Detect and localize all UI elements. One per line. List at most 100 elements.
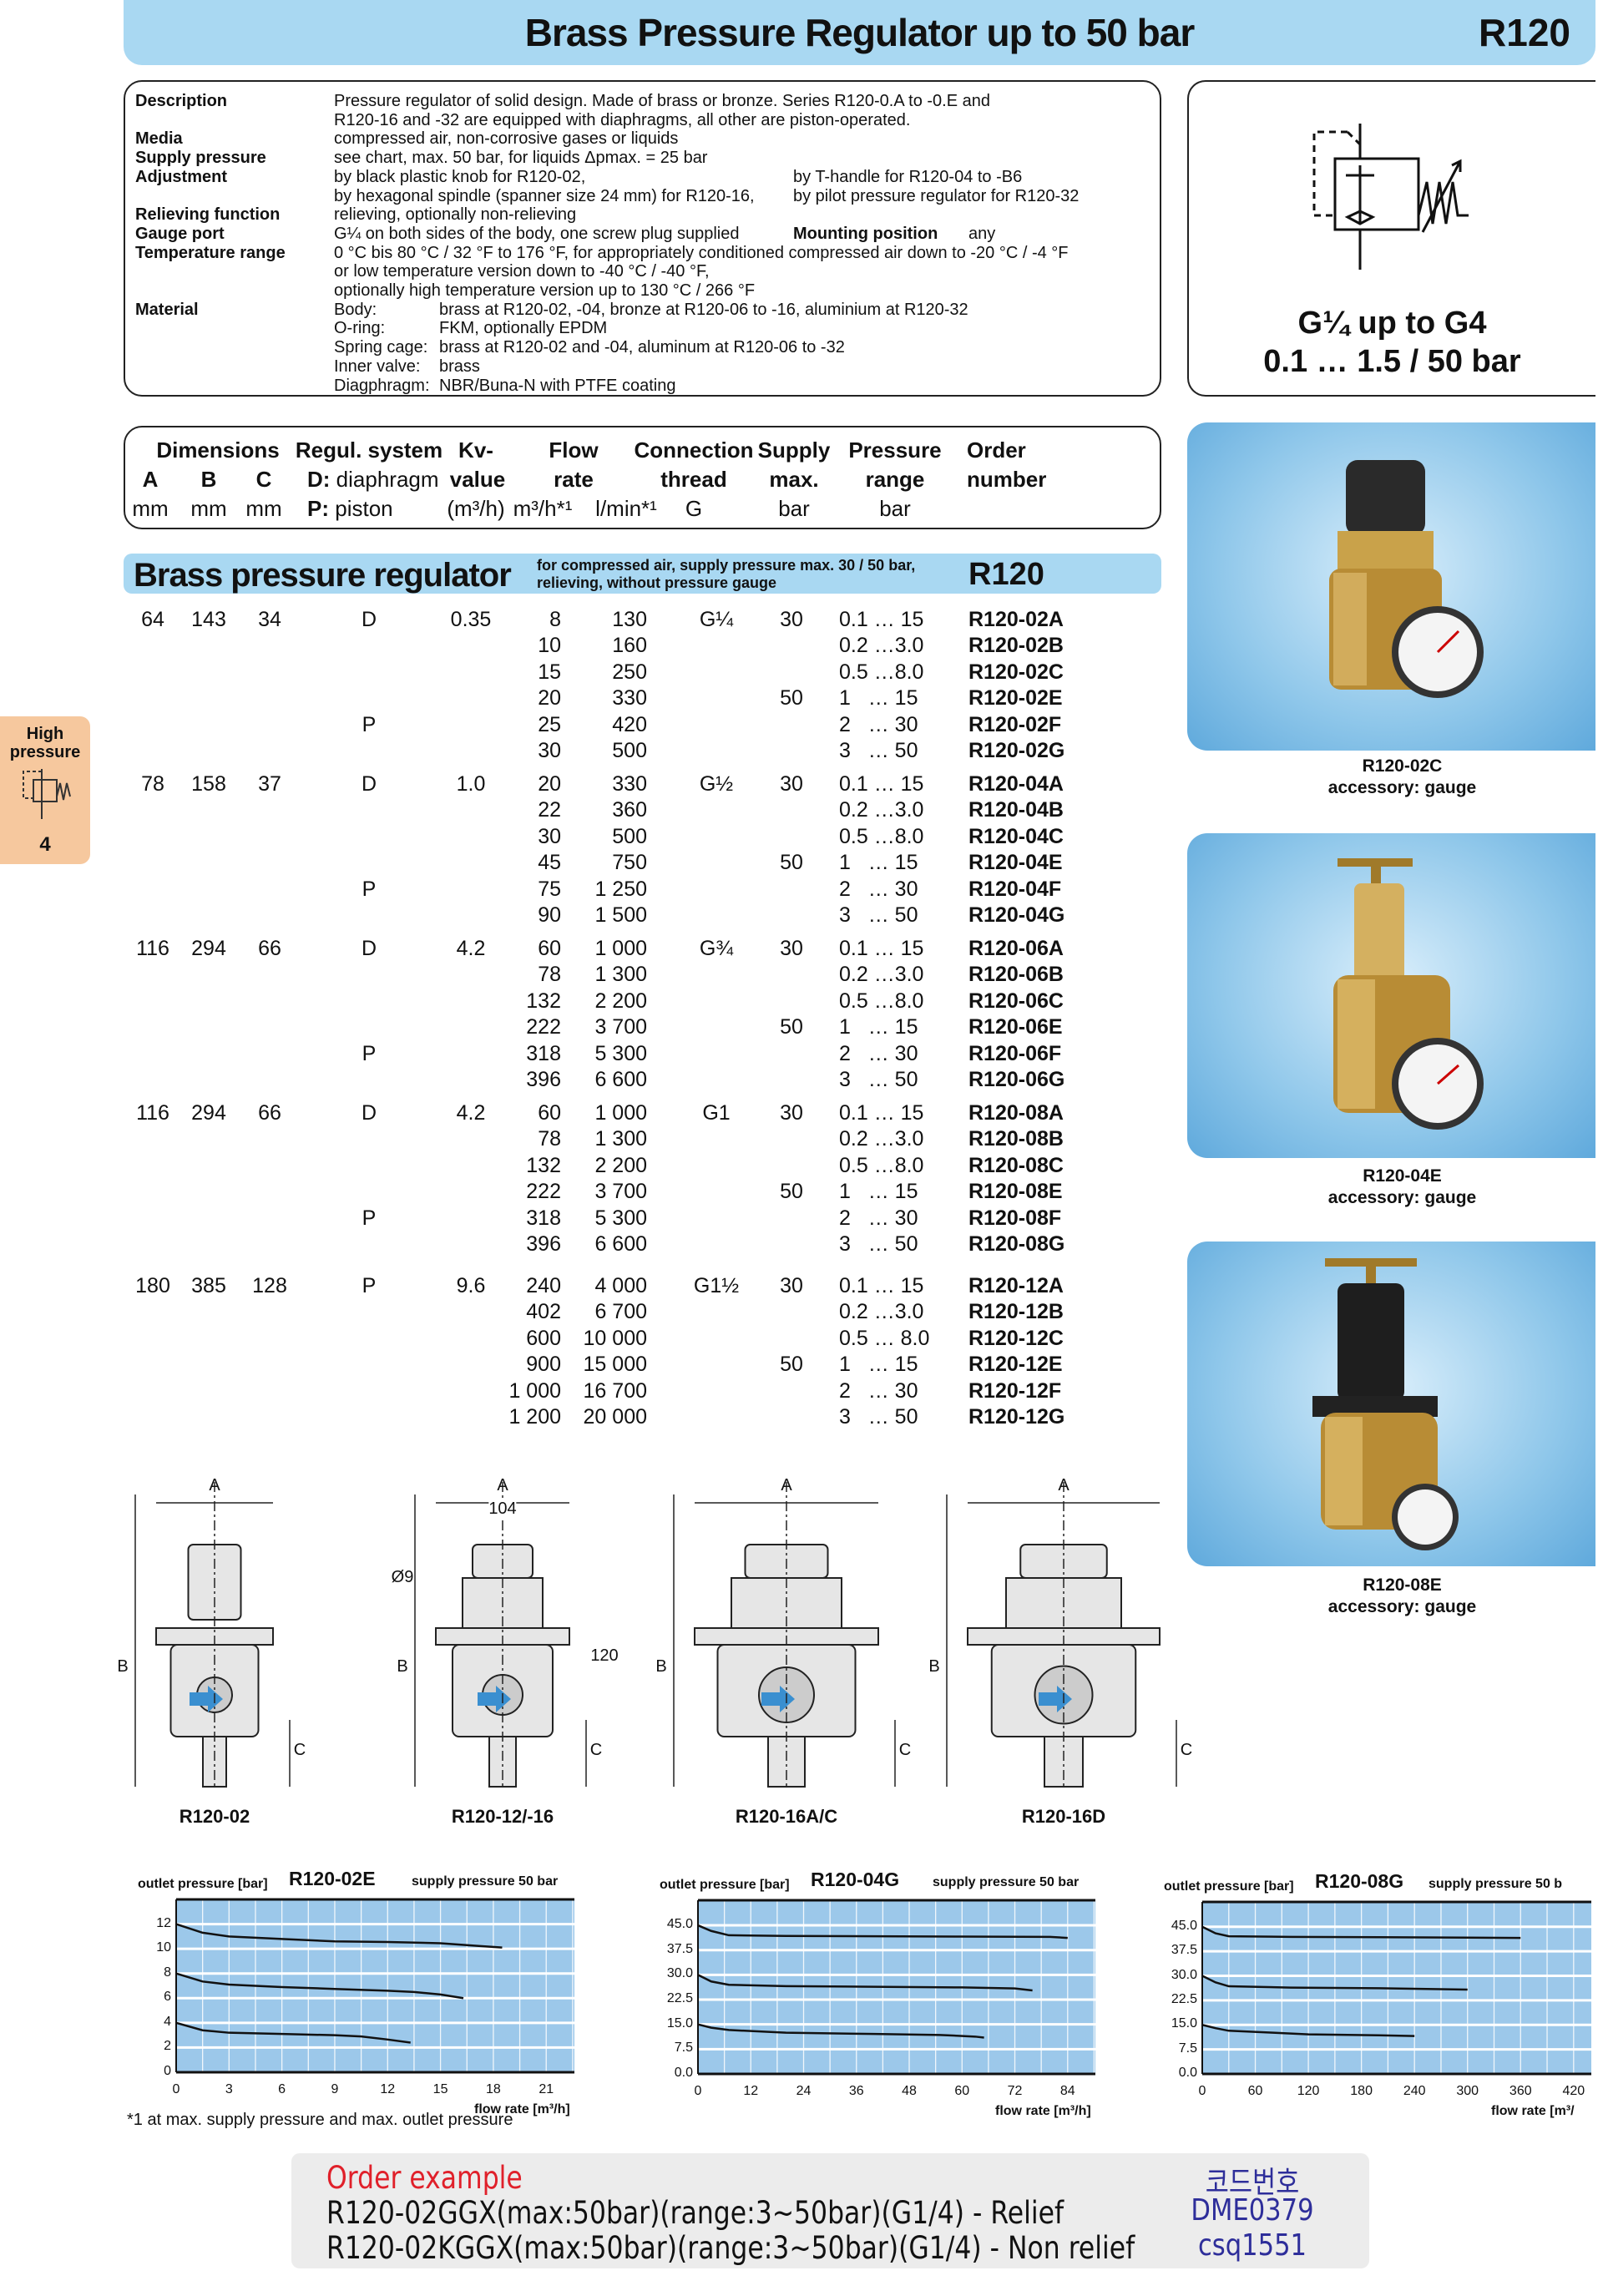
dim-b: 294 [191, 937, 226, 960]
page-title: Brass Pressure Regulator up to 50 bar [524, 11, 1196, 54]
desc-label: Media [135, 129, 183, 149]
dim-label-c: C [293, 1741, 306, 1759]
pressure-range: 2 … 30 [839, 1206, 918, 1230]
order-number: R120-06A [968, 937, 1064, 960]
dim-label-b: B [117, 1657, 129, 1676]
order-number: R120-04B [968, 798, 1064, 822]
order-number: R120-02F [968, 712, 1062, 736]
order-number: R120-06F [968, 1041, 1062, 1065]
flow-lmin: 3 700 [594, 1180, 647, 1204]
pressure-range: 3 … 50 [839, 1068, 918, 1091]
regulator-drawing [134, 1482, 291, 1788]
hdr-flow-m3h: m³/h*¹ [513, 496, 573, 521]
chart-title: R120-08G [1315, 1870, 1404, 1892]
dim-label-b: B [397, 1657, 408, 1676]
flow-m3h: 222 [526, 1015, 561, 1039]
hdr-flow: Flow [549, 437, 599, 463]
dim-label-a: A [209, 1476, 220, 1494]
hdr-supply: Supply [757, 437, 831, 463]
dim-label-c: C [589, 1741, 603, 1759]
regul-system: P [362, 877, 377, 901]
x-tick-label: 36 [848, 2084, 864, 2098]
x-tick-label: 72 [1007, 2084, 1023, 2098]
y-tick-label: 7.5 [674, 2041, 693, 2056]
flow-lmin: 250 [612, 660, 647, 684]
y-tick-label: 45.0 [1171, 1918, 1197, 1933]
flow-lmin: 1 250 [594, 877, 647, 901]
drawing-label: R120-02 [179, 1806, 250, 1827]
flow-lmin: 4 000 [594, 1274, 647, 1297]
desc-value: see chart, max. 50 bar, for liquids Δpma… [334, 149, 708, 168]
desc-value: G¼ on both sides of the body, one screw … [334, 224, 740, 243]
pressure-range: 1 … 15 [839, 851, 918, 875]
flow-m3h: 90 [538, 903, 561, 927]
material-value: brass at R120-02, -04, bronze at R120-06… [439, 300, 968, 319]
title-bar: Brass Pressure Regulator up to 50 bar R1… [124, 0, 1595, 65]
regulator-drawing [946, 1482, 1177, 1788]
x-tick-label: 12 [380, 2082, 396, 2096]
order-number: R120-12E [968, 1353, 1063, 1377]
section-bar: Brass pressure regulator for compressed … [124, 554, 1161, 594]
chart-xlabel: flow rate [m³/ [1491, 2104, 1575, 2118]
x-tick-label: 60 [1247, 2084, 1263, 2098]
flow-m3h: 60 [538, 937, 561, 960]
y-tick-label: 6 [164, 1990, 171, 2005]
material-value: brass [439, 357, 480, 376]
flow-lmin: 15 000 [583, 1353, 647, 1377]
flow-lmin: 420 [612, 712, 647, 736]
flow-lmin: 360 [612, 798, 647, 822]
x-tick-label: 60 [954, 2084, 970, 2098]
regul-system: D [361, 608, 377, 631]
hdr-bar: bar [778, 496, 810, 521]
x-tick-label: 84 [1059, 2084, 1075, 2098]
hdr-max: max. [769, 467, 819, 492]
chart-ylabel: outlet pressure [bar] [138, 1877, 268, 1891]
pressure-range: 2 … 30 [839, 1041, 918, 1065]
series-line-2 [697, 2023, 984, 2039]
y-tick-label: 30.0 [1171, 1967, 1197, 1982]
pressure-range: 0.5 … 8.0 [839, 1326, 930, 1350]
kv-value: 4.2 [456, 1101, 486, 1125]
order-number: R120-08E [968, 1180, 1063, 1204]
symbol-box: G¼ up to G4 0.1 … 1.5 / 50 bar [1187, 80, 1595, 397]
hdr-range: range [865, 467, 925, 492]
flow-lmin: 1 000 [594, 1101, 647, 1125]
supply-max: 30 [780, 1274, 803, 1297]
y-tick-label: 37.5 [1171, 1943, 1197, 1958]
flow-lmin: 6 600 [594, 1232, 647, 1256]
regul-system: D [361, 772, 377, 796]
desc-label: Adjustment [135, 167, 227, 186]
series-line-0 [697, 1924, 1068, 1939]
hdr-diaphragm: D: diaphragm [307, 467, 439, 492]
flow-m3h: 20 [538, 772, 561, 796]
order-number: R120-08G [968, 1232, 1065, 1256]
y-tick-label: 30.0 [666, 1966, 693, 1981]
chart-xlabel: flow rate [m³/h] [474, 2102, 570, 2116]
connection-thread: G1 [702, 1101, 731, 1125]
chart-plot [175, 1898, 574, 2074]
chart-ylabel: outlet pressure [bar] [1164, 1879, 1294, 1894]
hdr-mm-b: mm [190, 496, 227, 521]
drawing-label: R120-16D [1021, 1806, 1106, 1827]
order-number: R120-12C [968, 1326, 1064, 1350]
supply-max: 50 [780, 1353, 803, 1377]
desc-value: by black plastic knob for R120-02, [334, 167, 586, 186]
mounting-value: any [968, 224, 996, 243]
hdr-kv3: (m³/h) [447, 496, 505, 521]
material-key: O-ring: [334, 319, 386, 338]
desc-value: or low temperature version down to -40 °… [334, 262, 710, 281]
x-tick-label: 0 [1198, 2084, 1206, 2098]
desc-value: by hexagonal spindle (spanner size 24 mm… [334, 186, 755, 205]
hdr-order: Order [967, 437, 1026, 463]
order-number: R120-08C [968, 1153, 1064, 1177]
section-title: Brass pressure regulator [134, 557, 512, 594]
order-number: R120-06E [968, 1015, 1063, 1039]
y-tick-label: 45.0 [666, 1917, 693, 1932]
x-tick-label: 24 [796, 2084, 812, 2098]
chart-title: R120-02E [289, 1868, 376, 1889]
kv-value: 9.6 [456, 1274, 486, 1297]
pressure-range: 1 … 15 [839, 1180, 918, 1204]
